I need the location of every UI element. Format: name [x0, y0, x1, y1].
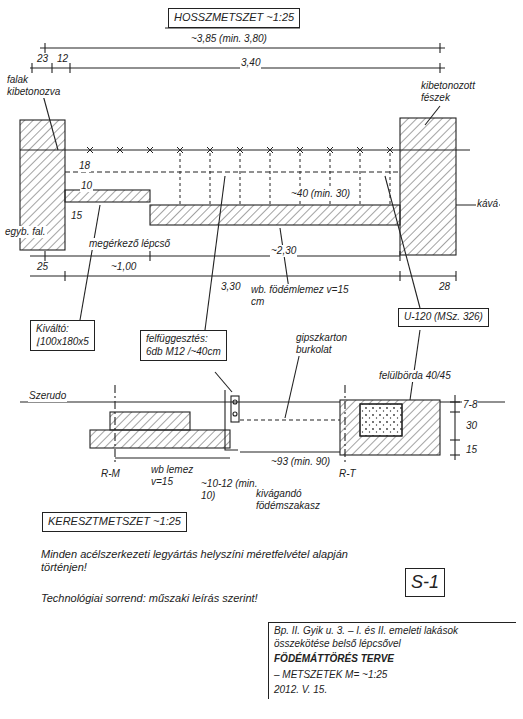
label-box: KERESZTMETSZET ~1:25	[42, 512, 187, 532]
annotation-label: kivágandó födémszakasz	[255, 488, 357, 512]
annotation-label: ~2,30	[270, 245, 297, 257]
label-box: Kiváltó:⌊100x180x5	[30, 320, 95, 351]
cross-mark	[237, 147, 243, 153]
hanger-rod	[360, 153, 361, 205]
cross-mark	[177, 147, 183, 153]
annotation-label: 15	[70, 210, 83, 222]
annotation-label: Szerudo	[28, 390, 67, 402]
annotation-label: Technológiai sorrend: műszaki leírás sze…	[40, 592, 259, 605]
annotation-label: 10	[80, 180, 93, 192]
annotation-label: ~1,00	[110, 261, 137, 273]
cross-mark	[207, 147, 213, 153]
annotation-label: 7-8	[462, 399, 478, 411]
label-box: Bp. II. Gyik u. 3. – I. és II. emeleti l…	[268, 622, 516, 699]
annotation-label: 18	[78, 160, 91, 172]
cross-mark	[297, 147, 303, 153]
annotation-label: megérkező lépcső	[88, 238, 171, 250]
cross-mark	[117, 147, 123, 153]
annotation-label: 3,30	[220, 281, 241, 293]
node-text: – METSZETEK M= ~1:25	[274, 669, 511, 682]
label-box: felfüggesztés:6db M12 /~40cm	[140, 330, 227, 361]
annotation-label: 15	[465, 444, 478, 456]
label-box: HOSSZMETSZET ~1:25	[168, 8, 300, 28]
cross-mark	[147, 147, 153, 153]
annotation-label: 12	[56, 53, 69, 65]
label-box: S-1	[405, 568, 445, 597]
node-text: Bp. II. Gyik u. 3. – I. és II. emeleti l…	[274, 625, 511, 650]
hanger-rod	[390, 153, 391, 205]
annotation-label: R-T	[338, 468, 357, 480]
annotation-label: ~93 (min. 90)	[270, 456, 331, 468]
node-text: felfüggesztés:	[146, 333, 221, 346]
annotation-label: 3,40	[240, 57, 261, 69]
annotation-label: 30	[465, 420, 478, 432]
ink-lines	[20, 28, 505, 694]
annotation-label: kává	[476, 198, 499, 210]
annotation-label: ~40 (min. 30)	[290, 188, 351, 200]
node-text: Kiváltó:	[36, 323, 89, 336]
node-text: S-1	[411, 571, 439, 594]
node-text: ⌊100x180x5	[36, 336, 89, 349]
hanger-rod	[210, 153, 211, 205]
node-text: U-120 (MSz. 326)	[404, 311, 483, 324]
node-text: 6db M12 /~40cm	[146, 346, 221, 359]
node-text: HOSSZMETSZET ~1:25	[174, 11, 294, 25]
cross-mark	[387, 147, 393, 153]
hanger-rod	[180, 153, 181, 205]
annotation-label: 28	[438, 281, 451, 293]
annotation-label: ~3,85 (min. 3,80)	[190, 33, 268, 45]
cross-marks	[87, 147, 393, 205]
cross-mark	[267, 147, 273, 153]
node-text: 2012. V. 15.	[274, 684, 511, 697]
hanger-rod	[270, 153, 271, 205]
annotation-label: egyb. fal.	[4, 226, 47, 238]
annotation-label: falak kibetonozva	[6, 74, 78, 98]
cross-mark	[87, 147, 93, 153]
annotation-label: ~10-12 (min. 10)	[200, 478, 262, 502]
node-text: KERESZTMETSZET ~1:25	[48, 515, 181, 529]
cross-mark	[327, 147, 333, 153]
label-box: U-120 (MSz. 326)	[398, 308, 489, 327]
annotation-label: 23	[36, 53, 49, 65]
annotation-label: wb. födémlemez v=15 cm	[250, 284, 352, 308]
annotation-label: felülbörda 40/45	[378, 370, 452, 382]
annotation-label: gipszkarton burkolat	[295, 332, 372, 356]
cross-mark	[357, 147, 363, 153]
annotation-label: kibetonozott fészek	[420, 80, 502, 104]
hanger-rod	[240, 153, 241, 205]
annotation-label: R-M	[100, 468, 121, 480]
node-text: FÖDÉMÁTTÖRÉS TERVE	[274, 653, 511, 666]
annotation-label: Minden acélszerkezeti legyártás helyszín…	[40, 548, 382, 574]
annotation-label: 25	[36, 261, 49, 273]
annotation-label: wb lemez v=15	[150, 464, 207, 488]
